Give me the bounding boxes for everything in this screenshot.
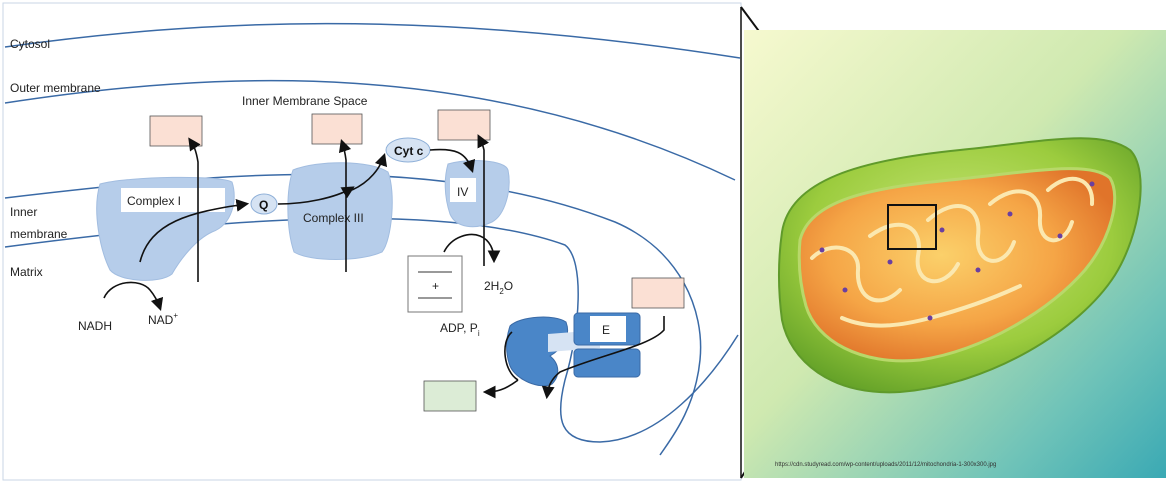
label-cytosol: Cytosol [10, 37, 50, 51]
granule-5 [975, 267, 981, 273]
arrow-proton-complex-i [188, 137, 201, 282]
granule-8 [1089, 181, 1095, 187]
arrow-proton-complex-iii [338, 138, 352, 272]
answer-box-4[interactable] [631, 277, 685, 309]
outer-membrane-bottom [4, 79, 736, 181]
fraction-box[interactable]: + [407, 255, 463, 313]
granule-2 [842, 287, 848, 293]
arrow-to-atp-box [482, 379, 519, 399]
label-outer-membrane: Outer membrane [10, 81, 101, 95]
granule-1 [819, 247, 825, 253]
complex-iv-label-bg [450, 178, 476, 202]
granule-9 [927, 315, 933, 321]
adp-label: ADP, Pi [440, 321, 480, 338]
complex-iii [287, 162, 393, 260]
cytc-label: Cyt c [394, 144, 424, 158]
arrow-to-cytc [351, 152, 388, 191]
arrow-to-water [443, 233, 501, 264]
arrow-cytc-to-iv [429, 148, 476, 174]
arrow-proton-complex-iv [477, 134, 490, 266]
arrow-proton-atp-synthase [541, 316, 665, 400]
label-inner-membrane-1: Inner [10, 205, 37, 219]
granule-3 [887, 259, 893, 265]
nadh-label: NADH [78, 319, 112, 333]
answer-box-3[interactable] [437, 109, 491, 141]
e-label-bg [590, 316, 626, 342]
crista-2 [868, 222, 960, 284]
atp-synthase: E [506, 312, 641, 387]
arrow-q-to-complex-iii [277, 186, 355, 205]
answer-box-green[interactable] [423, 380, 477, 412]
flow-arrows [103, 134, 665, 400]
nad-label: NAD+ [148, 311, 178, 327]
complex-iii-label: Complex III [303, 211, 364, 225]
fraction-box-outline [407, 255, 463, 313]
complex-iv-label: IV [457, 185, 468, 199]
label-matrix: Matrix [10, 265, 43, 279]
q-label: Q [259, 198, 268, 212]
outer-membrane-top [4, 22, 741, 59]
water-label: 2H2O [484, 279, 513, 296]
crista-5 [1046, 176, 1095, 206]
source-url: https://cdn.studyread.com/wp-content/upl… [775, 462, 996, 468]
crista-3 [926, 204, 1016, 263]
atp-synthase-lower [573, 348, 641, 378]
mitochondria-image: https://cdn.studyread.com/wp-content/upl… [740, 7, 1166, 478]
crista-1 [810, 245, 902, 303]
answer-box-2[interactable] [311, 113, 363, 145]
complex-iv [444, 160, 510, 228]
answer-box-1[interactable] [149, 115, 203, 147]
mito-granules [819, 181, 1095, 321]
ubiquinone-q [250, 193, 278, 215]
complex-i-label-bg [121, 188, 225, 212]
e-label: E [602, 323, 610, 337]
arrow-e-to-q [139, 199, 250, 263]
arrow-nadh-to-nad [103, 281, 164, 312]
label-inner-membrane-space: Inner Membrane Space [242, 94, 368, 108]
complex-i-label: Complex I [127, 194, 181, 208]
arrow-adp-curve [504, 331, 519, 381]
label-inner-membrane-2: membrane [10, 227, 68, 241]
zoom-square [887, 204, 937, 250]
granule-7 [1057, 233, 1063, 239]
granule-6 [1007, 211, 1013, 217]
fraction-plus: + [432, 279, 439, 293]
granule-4 [939, 227, 945, 233]
